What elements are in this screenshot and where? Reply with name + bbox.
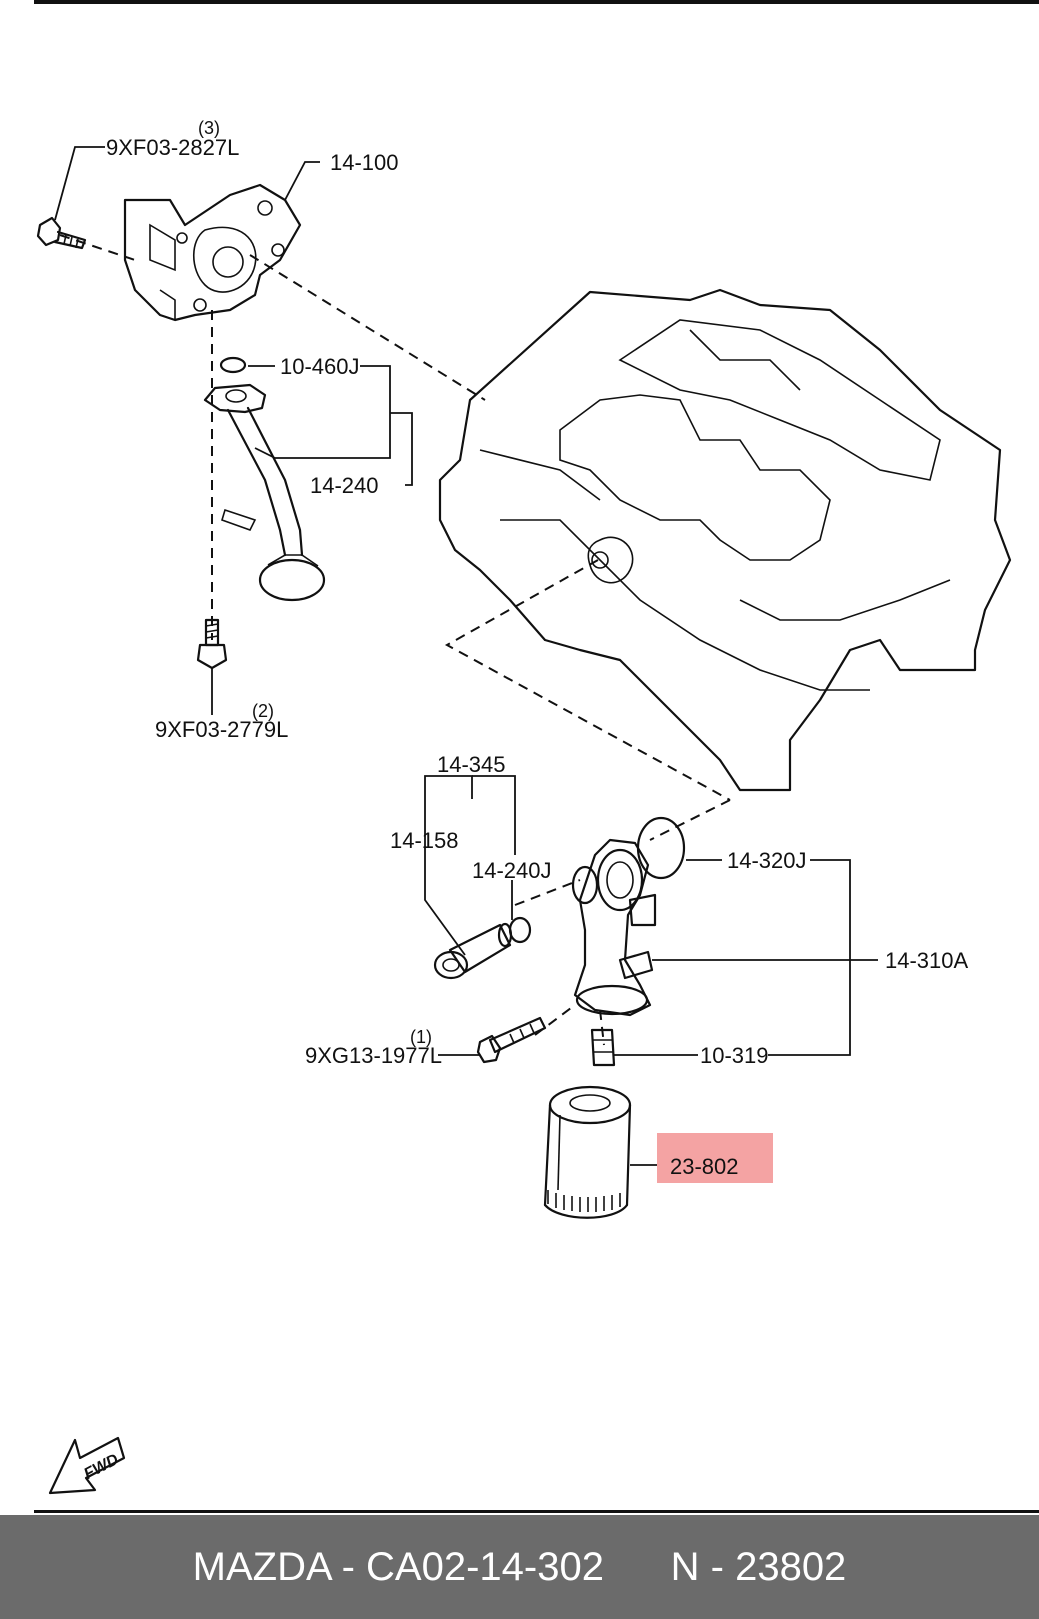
fwd-arrow-icon: FWD: [48, 1436, 126, 1495]
strainer-drawing: [203, 383, 326, 602]
engine-block: [438, 288, 1012, 792]
label-relief-assy: 14-345: [437, 752, 506, 777]
label-relief-oring: 14-240J: [472, 858, 552, 883]
top-border: [34, 0, 1039, 4]
nipple-drawing: [590, 1028, 616, 1067]
bolt-mid-drawing: [196, 618, 228, 670]
label-bolt-top: 9XF03-2827L: [106, 135, 239, 160]
relief-valve-drawing: [433, 922, 513, 980]
oil-filter-drawing: [543, 1085, 632, 1219]
assembly-lines: [59, 234, 731, 1046]
oil-filter-highlight: [657, 1133, 773, 1183]
leader-lines: [54, 146, 878, 1166]
parts-diagram: (3) 9XF03-2827L 14-100 10-460J 14-240 (2…: [36, 118, 1012, 1495]
filter-oring-drawing: [636, 816, 686, 880]
label-filter-body: 14-310A: [885, 948, 969, 973]
label-bolt-top-qty: (3): [198, 118, 220, 138]
gasket-drawing: [219, 356, 247, 374]
label-bolt-mid-qty: (2): [252, 701, 274, 721]
label-oil-filter: 23-802: [670, 1154, 739, 1179]
label-strainer: 14-240: [310, 473, 379, 498]
label-bolt-low-qty: (1): [410, 1027, 432, 1047]
bottom-border: [34, 1510, 1039, 1513]
label-relief-valve: 14-158: [390, 828, 459, 853]
label-bolt-mid: 9XF03-2779L: [155, 717, 288, 742]
relief-oring-drawing: [508, 916, 532, 944]
label-oil-pump: 14-100: [330, 150, 399, 175]
part-number-footer: MAZDA - CA02-14-302 N - 23802: [0, 1515, 1039, 1619]
bolt-low-drawing: [476, 1016, 547, 1064]
footer-spacer: [604, 1545, 671, 1590]
brand-part-number: MAZDA - CA02-14-302: [192, 1544, 604, 1589]
filter-body-drawing: [571, 838, 657, 1017]
label-oil-pump-gasket: 10-460J: [280, 354, 360, 379]
label-filter-body-oring: 14-320J: [727, 848, 807, 873]
alt-part-number: N - 23802: [670, 1544, 847, 1589]
label-filter-nipple: 10-319: [700, 1043, 769, 1068]
oil-pump-drawing: [123, 183, 302, 322]
part-labels: (3) 9XF03-2827L 14-100 10-460J 14-240 (2…: [106, 118, 969, 1179]
bolt-top-drawing: [36, 216, 87, 250]
fwd-label: FWD: [81, 1451, 122, 1483]
label-bolt-low: 9XG13-1977L: [305, 1043, 442, 1068]
